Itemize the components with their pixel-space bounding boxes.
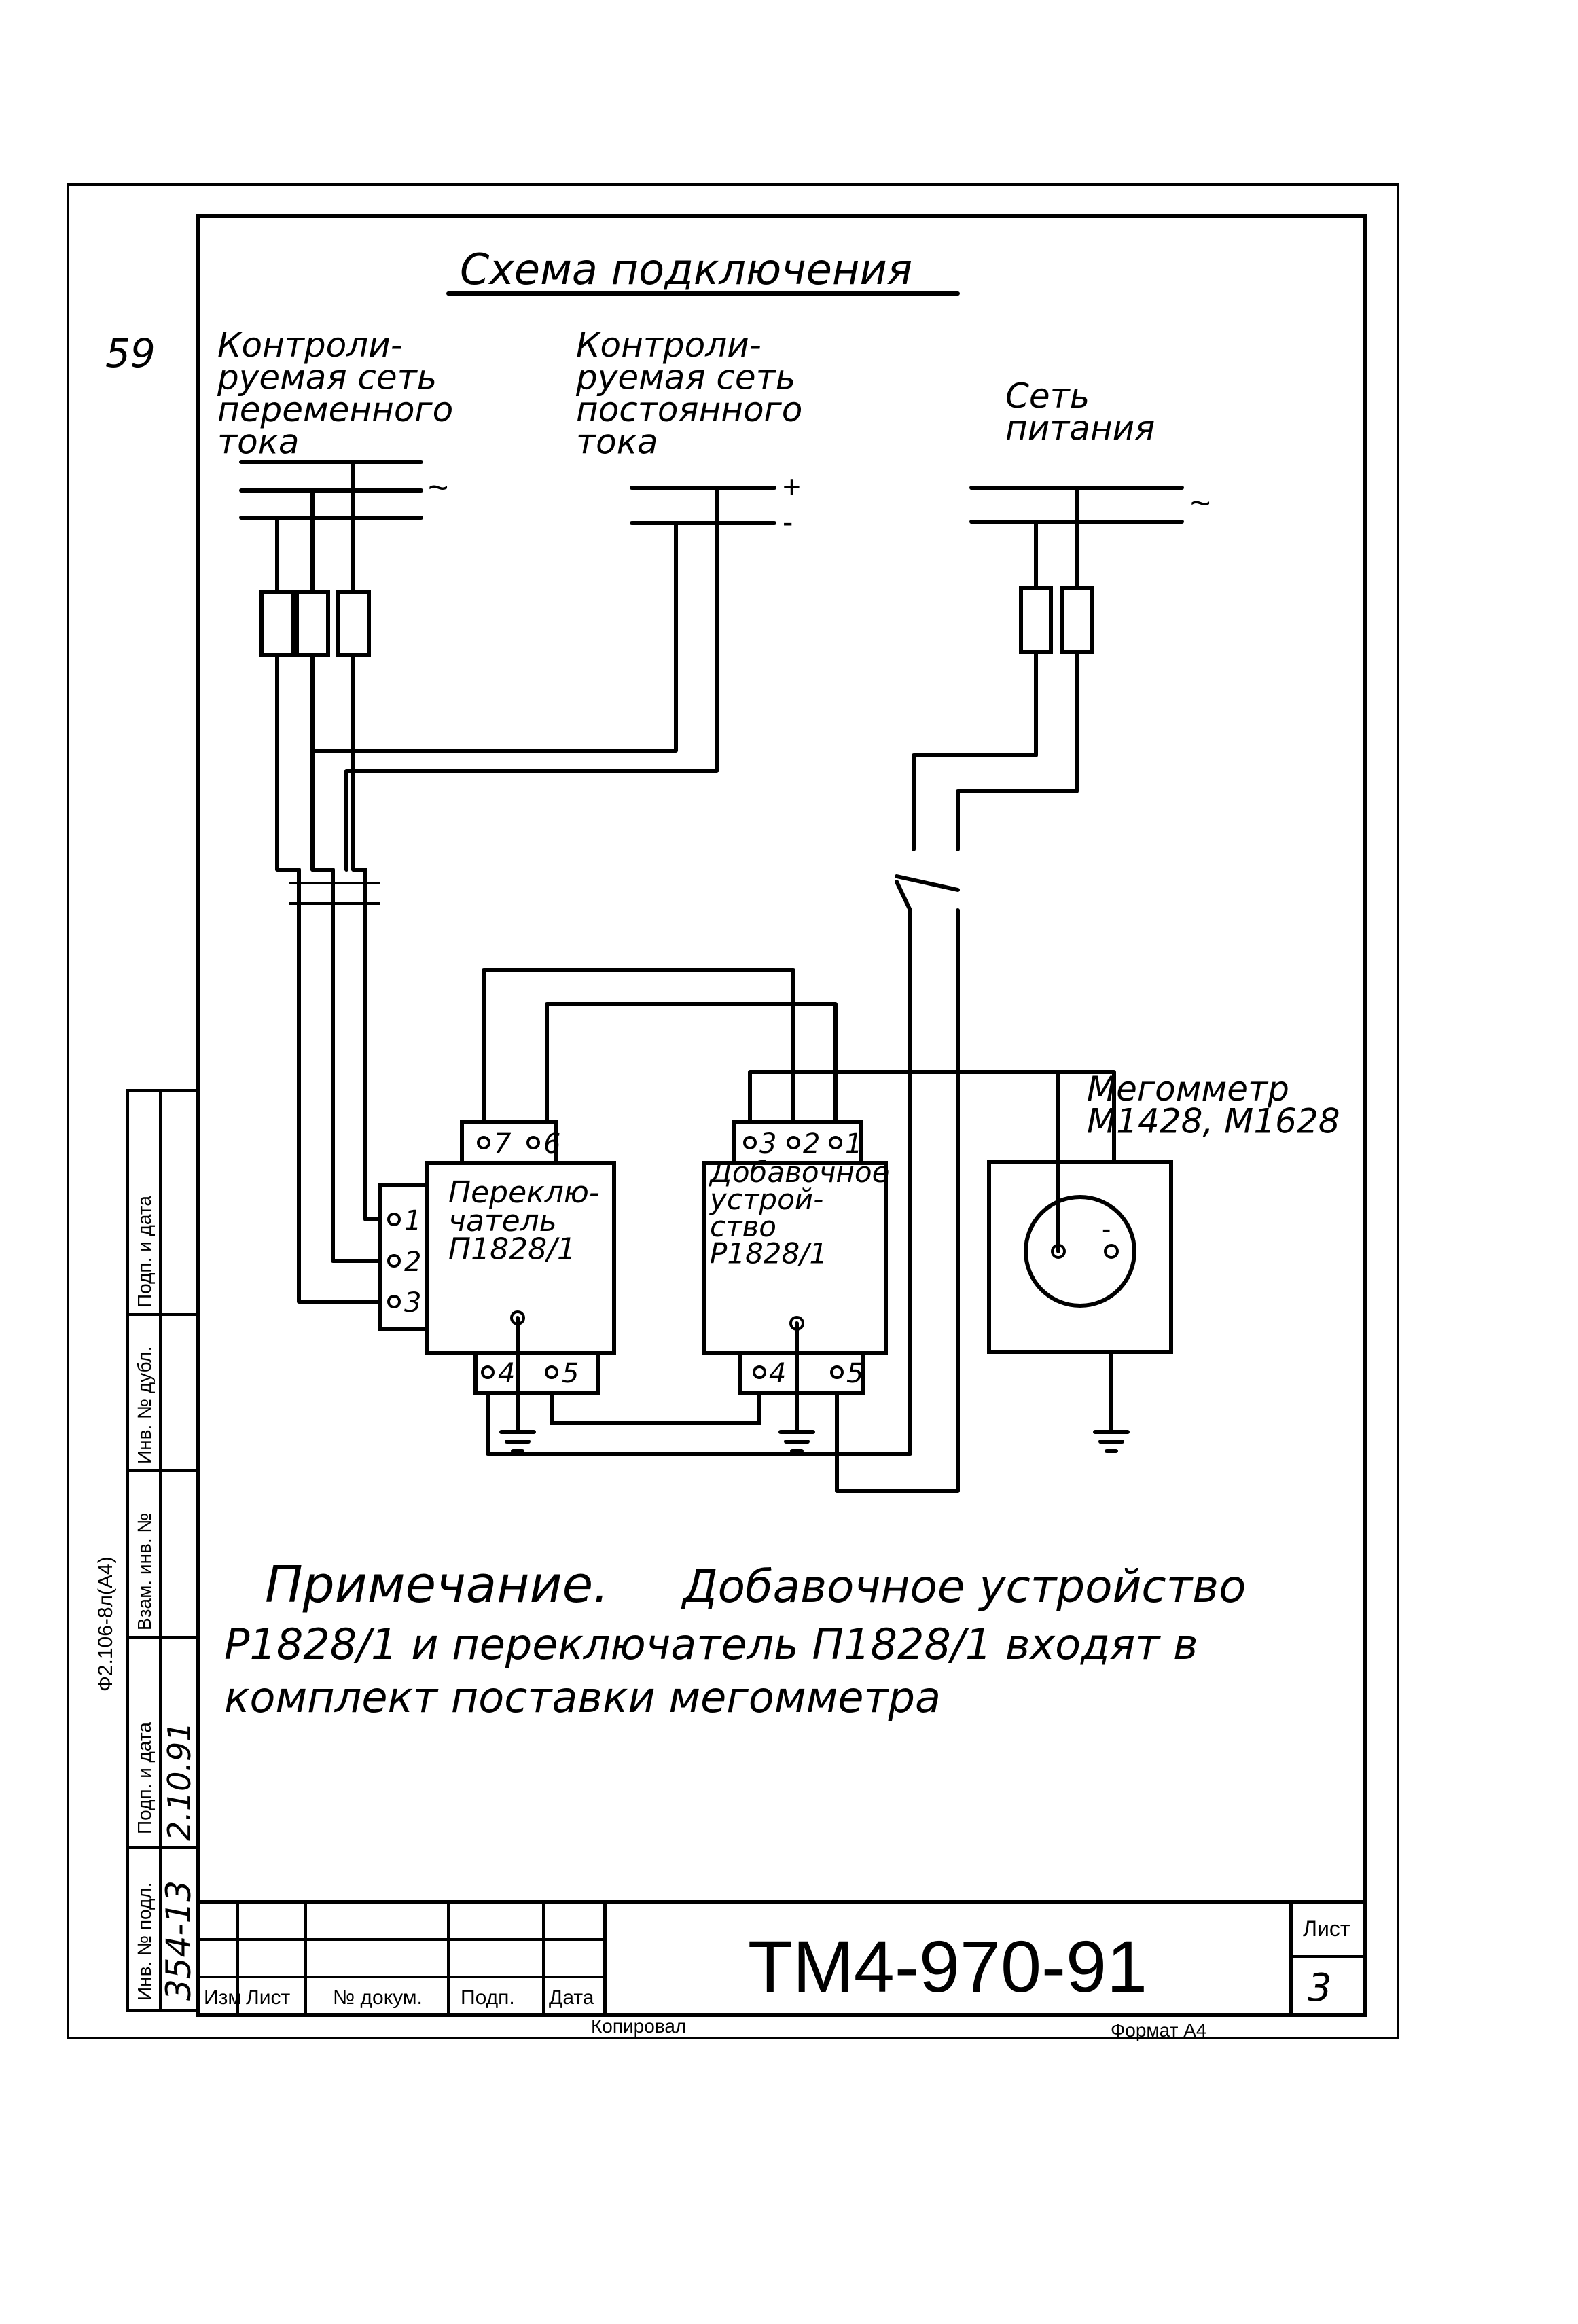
svg-text:3: 3 (759, 1128, 776, 1160)
diagram-title: Схема подключения (460, 245, 912, 294)
svg-text:6: 6 (543, 1128, 560, 1160)
col-doc: № докум. (333, 1986, 423, 2009)
megohmmeter-box (987, 1160, 1173, 1354)
svg-text:2: 2 (803, 1128, 820, 1160)
svg-text:1: 1 (404, 1205, 421, 1236)
ac-symbol: ~ (428, 468, 448, 507)
fuse-supply-2 (1060, 586, 1094, 654)
supply-fuses (486, 486, 1094, 1493)
side-inv-number: 354-13 (159, 1880, 198, 2001)
outer-frame (67, 183, 1399, 2039)
note-line-3: комплект поставки мегомметра (224, 1673, 941, 1722)
fuse-ac-3 (336, 590, 371, 657)
fuse-ac-1 (259, 590, 295, 657)
svg-text:4: 4 (498, 1358, 515, 1389)
svg-text:1: 1 (845, 1128, 862, 1160)
side-stamp (126, 1089, 200, 2012)
side-cell-4: Инв. № дубл. (134, 1346, 155, 1464)
supply-switch (895, 874, 960, 892)
interconnect-wires (482, 968, 1116, 1425)
dc-wires-down (310, 486, 719, 872)
switch-terminals: 1 2 3 7 6 4 5 (387, 1128, 579, 1389)
col-list: Лист (246, 1986, 290, 2009)
addon-terminal-strip-bottom (738, 1351, 865, 1395)
page-number: 59 (105, 330, 156, 376)
note-line-2: Р1828/1 и переключатель П1828/1 входят в (224, 1620, 1198, 1669)
note-line-1: Добавочное устройство (681, 1560, 1246, 1613)
format-label: Формат А4 (1111, 2020, 1207, 2041)
copied-label: Копировал (591, 2016, 686, 2037)
side-cell-5: Подп. и дата (134, 1196, 155, 1308)
ac-fuses (259, 460, 371, 657)
side-date: 2.10.91 (161, 1721, 198, 1841)
switch-terminal-strip-left (378, 1183, 429, 1331)
side-form-label: Ф2.106-8л(А4) (94, 1556, 117, 1692)
svg-text:7: 7 (494, 1128, 512, 1160)
col-izm: Изм (204, 1986, 242, 2009)
col-date: Дата (549, 1986, 594, 2009)
megohmmeter-minus: - (1102, 1214, 1111, 1244)
supply-ac-symbol: ~ (1190, 484, 1211, 523)
document-code: ТМ4-970-91 (748, 1925, 1147, 2007)
fuse-ac-2 (295, 590, 330, 657)
col-sign: Подп. (461, 1986, 515, 2009)
side-cell-2: Подп. и дата (134, 1722, 155, 1834)
addon-terminals: 3 2 1 4 5 (743, 1128, 863, 1389)
fuse-supply-1 (1019, 586, 1053, 654)
plus-symbol: + (783, 469, 801, 504)
side-cell-3: Взам. инв. № (134, 1513, 155, 1630)
ac-wires-down (275, 653, 425, 1304)
svg-text:2: 2 (404, 1247, 421, 1278)
title-block (198, 1900, 1365, 2015)
svg-text:4: 4 (769, 1358, 786, 1389)
side-cell-1: Инв. № подл. (134, 1882, 155, 2001)
svg-text:5: 5 (562, 1358, 579, 1389)
megohmmeter-terminal-right (1104, 1244, 1119, 1259)
sheet-label: Лист (1303, 1916, 1350, 1941)
svg-text:3: 3 (404, 1287, 421, 1319)
megohmmeter-dial (1024, 1195, 1136, 1308)
sheet-number: 3 (1308, 1966, 1332, 2010)
svg-text:5: 5 (846, 1358, 863, 1389)
note-heading: Примечание. (265, 1556, 609, 1614)
switch-terminal-strip-bottom (473, 1351, 600, 1395)
minus-symbol: - (783, 504, 793, 539)
